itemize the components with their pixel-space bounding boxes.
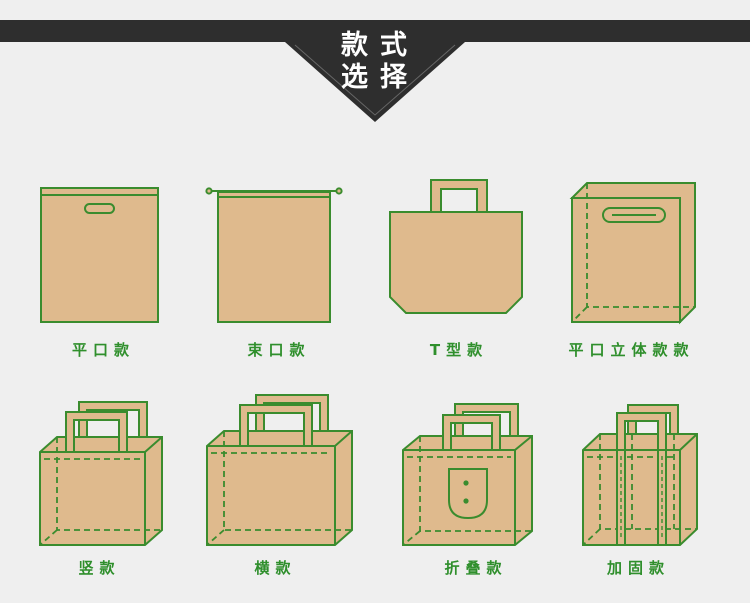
cord-end-knot xyxy=(335,187,343,195)
hidden-edge xyxy=(582,528,601,546)
front-handle xyxy=(442,414,501,451)
style-label-reinforced: 加固款 xyxy=(606,559,670,577)
bag-handle xyxy=(430,179,488,213)
flat-top-3d-bag-icon xyxy=(569,182,696,325)
cord-end-knot xyxy=(205,187,213,195)
bag-body xyxy=(206,430,353,546)
style-option-vertical: 竖款 xyxy=(39,401,163,577)
hidden-edge xyxy=(39,529,58,546)
t-shape-bag-icon xyxy=(389,179,523,314)
hidden-edge xyxy=(206,529,225,546)
flat-top-bag-icon xyxy=(40,187,159,323)
header-title-line2: 选择 xyxy=(341,62,419,93)
style-label-folding: 折叠款 xyxy=(444,559,507,577)
drawstring-bag-icon xyxy=(205,187,343,323)
horizontal-tote-bag-icon xyxy=(206,394,353,546)
hidden-edge xyxy=(571,306,588,323)
style-option-drawstring: 束口款 xyxy=(205,187,343,359)
style-label-horizontal: 横款 xyxy=(254,559,296,577)
bag-body xyxy=(217,191,331,323)
front-handle xyxy=(616,412,667,451)
style-option-t-shape: T型款 xyxy=(389,179,523,359)
snap-button xyxy=(463,480,469,486)
header-title-line1: 款式 xyxy=(341,30,419,61)
bag-body xyxy=(39,436,163,546)
style-option-reinforced: 加固款 xyxy=(582,404,698,577)
style-option-flat-top: 平口款 xyxy=(40,187,159,359)
style-label-flat-top-3d: 平口立体款款 xyxy=(568,341,694,359)
folding-tote-bag-icon xyxy=(402,403,533,546)
handle-slot xyxy=(84,203,115,214)
style-label-t-shape: T型款 xyxy=(430,341,488,359)
style-label-flat-top: 平口款 xyxy=(72,341,135,359)
header-chevron xyxy=(285,20,465,122)
style-option-folding: 折叠款 xyxy=(402,403,533,577)
style-option-horizontal: 横款 xyxy=(206,394,353,577)
header-banner: 款式 选择 xyxy=(0,20,750,122)
fold-pocket xyxy=(448,468,488,520)
style-label-vertical: 竖款 xyxy=(78,559,120,577)
snap-button xyxy=(463,498,469,504)
front-handle xyxy=(239,404,313,447)
chevron-inner-line xyxy=(294,44,456,116)
style-option-flat-top-3d: 平口立体款款 xyxy=(568,182,696,359)
reinforced-tote-bag-icon xyxy=(582,404,698,546)
vertical-tote-bag-icon xyxy=(39,401,163,546)
bag-body xyxy=(389,211,523,314)
hidden-edge xyxy=(402,530,421,546)
hidden-edge xyxy=(223,431,352,531)
style-label-drawstring: 束口款 xyxy=(247,341,310,359)
front-handle xyxy=(65,411,128,453)
